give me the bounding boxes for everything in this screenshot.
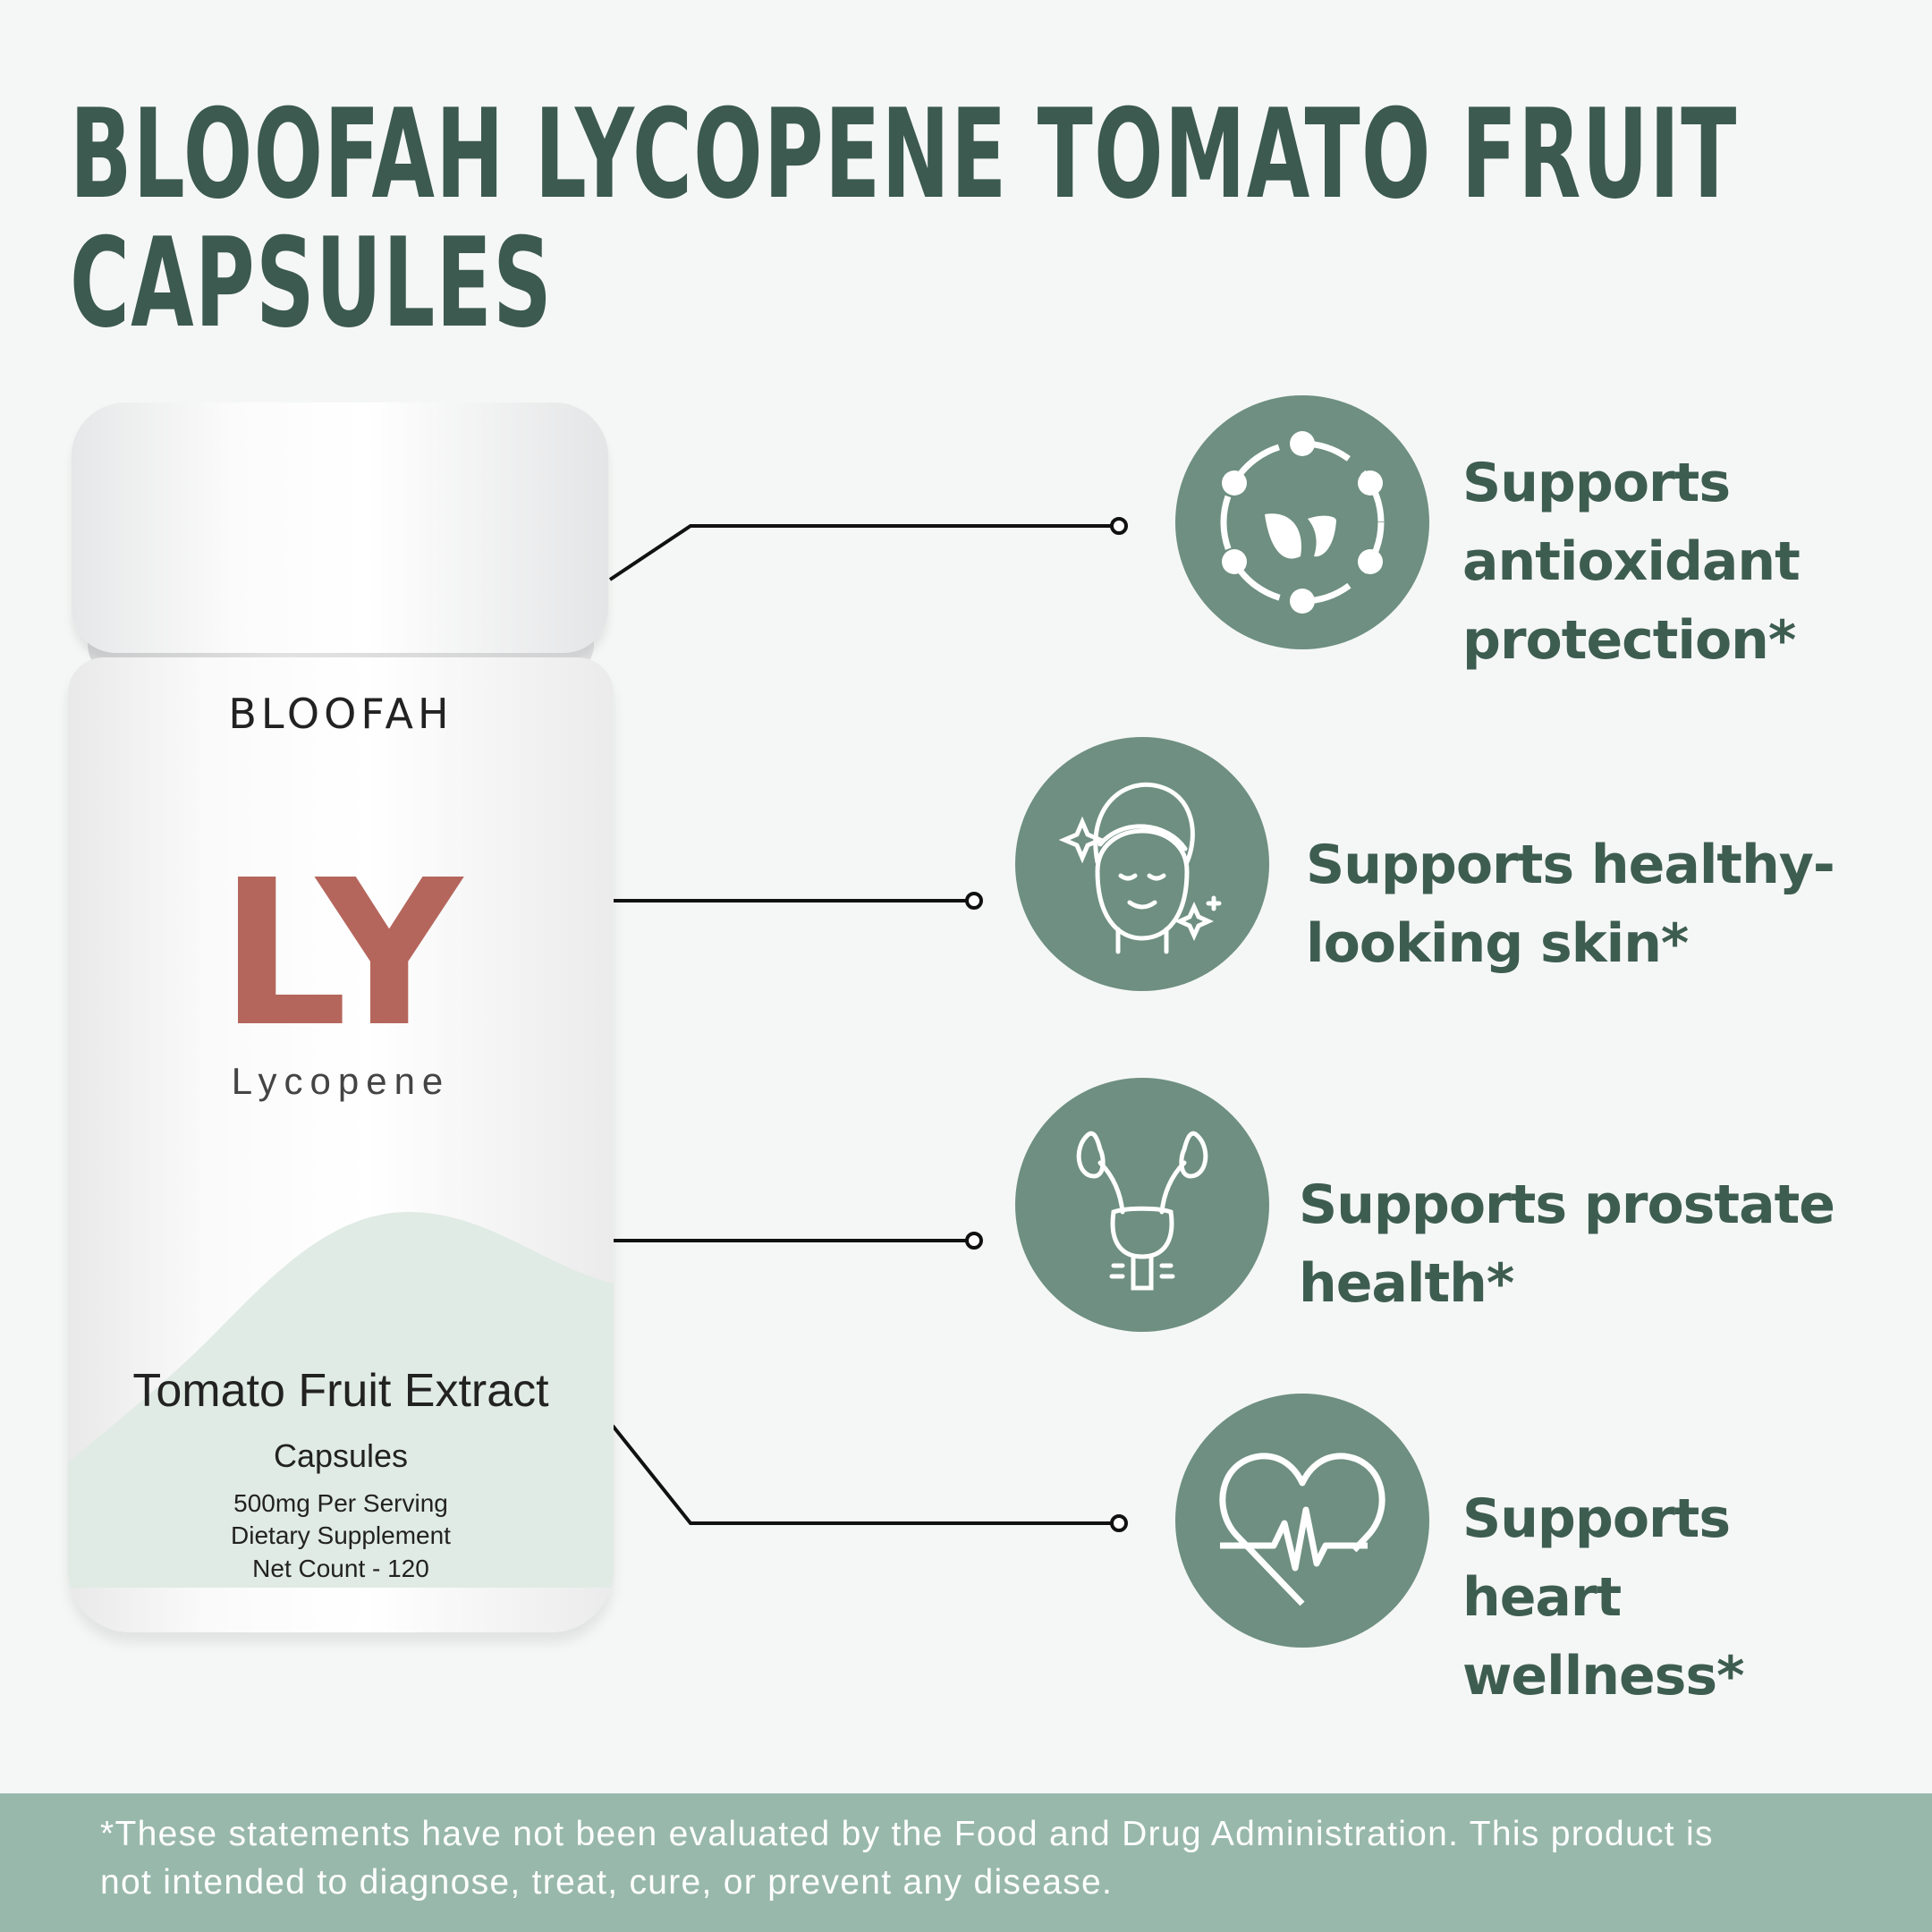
fda-disclaimer: *These statements have not been evaluate… [0,1793,1932,1932]
product-count: Net Count - 120 [252,1555,429,1582]
benefit-prostate: Supports prostate health* [1299,1165,1835,1323]
product-bottle: BLOOFAH LY Lycopene Tomato Fruit Extract… [68,402,614,1637]
benefit-line: Supports [1462,452,1731,514]
benefit-line: heart [1462,1566,1622,1629]
product-serving: 500mg Per Serving [233,1489,448,1517]
label-wave [68,1212,614,1588]
disclaimer-line1: *These statements have not been evaluate… [100,1815,1714,1853]
benefit-line: looking skin* [1306,912,1689,975]
connector-4 [611,1424,1113,1525]
disclaimer-line2: not intended to diagnose, treat, cure, o… [100,1863,1114,1902]
page-title-line1: BLOOFAH LYCOPENE TOMATO FRUIT [70,82,1738,226]
connector-1 [608,524,1113,581]
face-skin-icon [1015,737,1269,991]
bottle-cap [72,402,608,653]
connector-dot [1110,1514,1128,1532]
benefit-line: wellness* [1462,1645,1744,1707]
brand-name: BLOOFAH [228,690,453,738]
benefit-antioxidant: Supports antioxidant protection* [1462,444,1801,680]
connector-dot [1110,517,1128,535]
benefit-line: Supports prostate [1299,1174,1835,1236]
antioxidant-leaf-icon [1175,395,1429,649]
product-name: Lycopene [231,1060,451,1102]
connector-dot [965,1232,983,1250]
benefit-heart: Supports heart wellness* [1462,1479,1744,1716]
page-title-line2: CAPSULES [70,211,554,355]
benefit-line: antioxidant [1462,530,1801,593]
benefit-skin: Supports healthy- looking skin* [1306,826,1835,983]
bottle-label: BLOOFAH LY Lycopene Tomato Fruit Extract… [68,657,614,1632]
benefit-line: Supports [1462,1487,1731,1550]
benefit-line: health* [1299,1252,1514,1315]
product-type: Dietary Supplement [231,1521,451,1549]
connector-dot [965,892,983,910]
product-extract: Tomato Fruit Extract [132,1365,549,1417]
heart-pulse-icon [1175,1394,1429,1648]
benefit-line: protection* [1462,609,1796,672]
product-form: Capsules [273,1437,409,1474]
monogram: LY [219,837,462,1072]
prostate-organ-icon [1015,1078,1269,1332]
benefit-line: Supports healthy- [1306,834,1835,896]
